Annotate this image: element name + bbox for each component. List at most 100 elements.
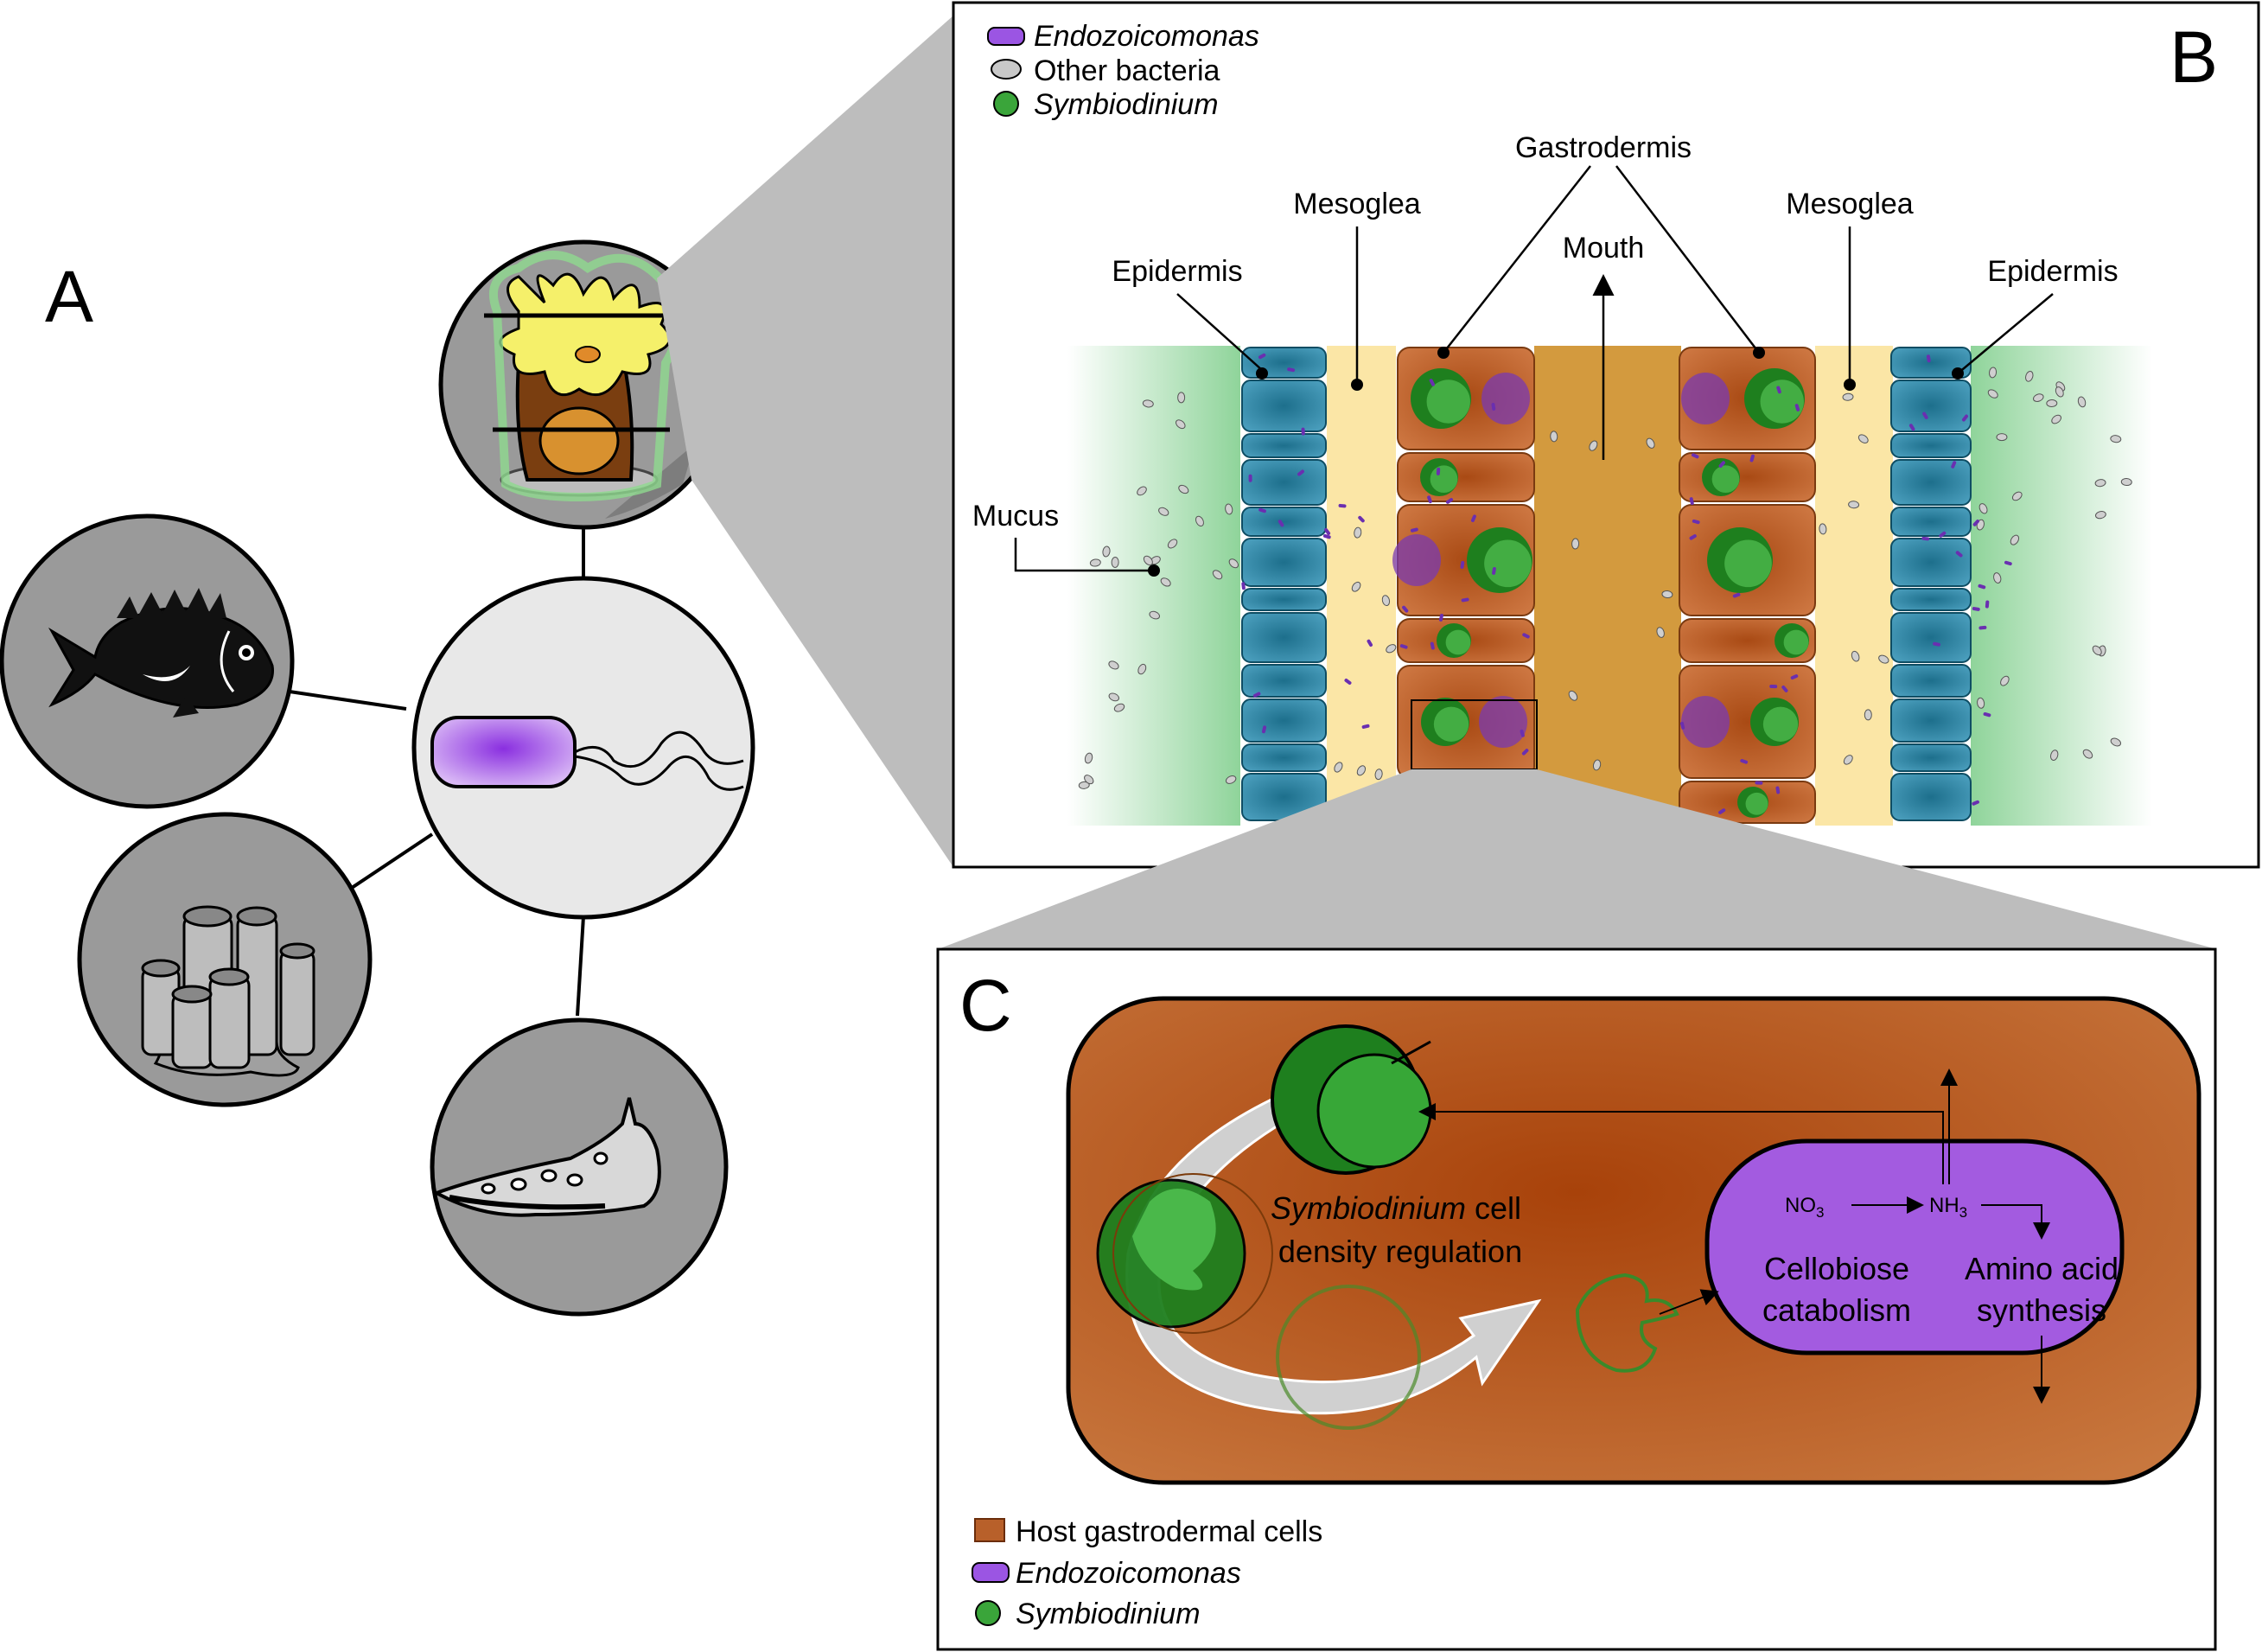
- symbiodinium-core: [1760, 380, 1804, 424]
- other-bacterium: [1111, 556, 1119, 568]
- other-bacterium: [2033, 393, 2044, 402]
- endozoicomonas-bacterium: [1689, 534, 1697, 540]
- legend-c-endozoicomonas-label: Endozoicomonas: [1016, 1557, 1241, 1590]
- endozoicomonas-bacterium: [1691, 453, 1699, 459]
- epidermal-cell: [1890, 380, 1972, 432]
- other-bacterium: [1646, 437, 1655, 449]
- endozoicomonas-bacterium: [1790, 674, 1799, 680]
- no3-subscript: 3: [1816, 1204, 1824, 1221]
- other-bacterium: [1996, 433, 2008, 442]
- endozoicomonas-circle: [411, 576, 755, 920]
- endozoicomonas-bacterium: [1460, 560, 1465, 569]
- other-bacterium: [1149, 610, 1161, 620]
- other-bacterium: [1228, 558, 1239, 569]
- label-mouth: Mouth: [1563, 232, 1645, 265]
- endozoicomonas-bacterium: [1297, 469, 1304, 476]
- other-bacterium: [1374, 769, 1383, 781]
- endozoicomonas-aggregate: [1681, 696, 1730, 748]
- endozoicomonas-bacterium: [1427, 495, 1432, 504]
- no3-label: NO3: [1785, 1194, 1824, 1221]
- endozoicomonas-bacterium: [1755, 781, 1763, 785]
- endozoicomonas-bacterium: [1692, 519, 1700, 525]
- label-gastrodermis: Gastrodermis: [1515, 131, 1692, 164]
- legend-host-swatch: [974, 1518, 1005, 1542]
- other-bacterium: [2046, 399, 2058, 408]
- endozoicomonas-bacterium: [1908, 424, 1915, 431]
- other-bacterium: [1351, 581, 1361, 592]
- endozoicomonas-bacterium: [1287, 367, 1296, 373]
- process-title-line1: Symbiodinium cell: [1271, 1190, 1521, 1226]
- epidermal-cell: [1241, 612, 1327, 663]
- epidermis-right: [1890, 347, 1972, 821]
- other-bacterium: [1225, 775, 1237, 784]
- label-mesoglea-left: Mesoglea: [1293, 188, 1421, 220]
- endozoicomonas-aggregate: [1479, 696, 1527, 748]
- label-mucus: Mucus: [972, 500, 1059, 533]
- endozoicomonas-bacterium: [1324, 527, 1331, 535]
- endozoicomonas-bacterium: [1301, 427, 1305, 436]
- symbiodinium-core: [1430, 465, 1458, 494]
- symbiodinium-core: [1445, 629, 1471, 655]
- endozoicomonas-bacterium: [1951, 461, 1957, 469]
- epidermal-cell: [1890, 459, 1972, 506]
- other-bacterium: [1987, 389, 1998, 399]
- legend-symbiodinium-label: Symbiodinium: [1034, 88, 1219, 121]
- other-bacterium: [1137, 486, 1147, 496]
- sponge-circle: [77, 812, 373, 1107]
- other-bacterium: [1848, 501, 1860, 509]
- endozoicomonas-bacterium: [1985, 600, 1990, 609]
- panel-a-letter: A: [45, 256, 93, 337]
- panel-c-arrows: [1418, 1068, 2050, 1404]
- epidermal-cell: [1890, 538, 1972, 587]
- endozoicomonas-bacterium: [2004, 560, 2012, 566]
- epidermal-cell: [1241, 459, 1327, 506]
- other-bacterium: [1108, 660, 1119, 670]
- symbiodinium-core: [1724, 539, 1772, 588]
- symbiodinium-core: [1433, 706, 1469, 742]
- other-bacterium: [2082, 749, 2093, 759]
- endozoicomonas-bacterium: [1361, 724, 1370, 729]
- process-title-italic: Symbiodinium: [1271, 1190, 1466, 1226]
- label-epidermis-right: Epidermis: [1987, 255, 2118, 288]
- symbiodinium-core: [1711, 465, 1740, 494]
- zoom-wedge-bc: [938, 769, 2217, 949]
- nh3-subscript: 3: [1959, 1204, 1967, 1221]
- other-bacterium: [1568, 690, 1578, 701]
- symbiodinium-core: [1426, 380, 1470, 424]
- other-bacterium: [1084, 752, 1093, 764]
- other-bacterium: [1158, 507, 1169, 516]
- other-bacterium: [2120, 478, 2132, 487]
- gastrodermal-cell: [1679, 665, 1816, 779]
- gastrodermis-left: [1392, 347, 1535, 824]
- other-bacterium: [1661, 590, 1673, 599]
- other-bacterium: [1864, 709, 1872, 721]
- endozoicomonas-bacterium: [1921, 536, 1930, 541]
- other-bacterium: [1102, 545, 1111, 558]
- epidermal-cell: [1890, 664, 1972, 698]
- symbiodinium-fragment: [1575, 1272, 1679, 1373]
- legend-symbiodinium-swatch: [993, 91, 1019, 117]
- label-mesoglea-right: Mesoglea: [1786, 188, 1914, 220]
- panel-b-leader-lines: [1014, 165, 2054, 572]
- legend-other-bacteria-label: Other bacteria: [1034, 54, 1220, 87]
- epidermal-cell: [1890, 612, 1972, 663]
- endozoicomonas-bacterium: [1367, 639, 1373, 647]
- other-bacterium: [1851, 650, 1860, 662]
- synthesis-line2: synthesis: [1977, 1292, 2106, 1328]
- other-bacterium: [1354, 526, 1362, 539]
- sea-slug-circle: [430, 1017, 729, 1317]
- legend-other-bacteria-swatch: [991, 59, 1022, 80]
- endozoicomonas-bacterium: [1794, 404, 1800, 411]
- process-title-rest: cell: [1466, 1190, 1521, 1226]
- other-bacterium: [1195, 515, 1204, 527]
- endozoicomonas-bacterium: [1344, 679, 1352, 685]
- endozoicomonas-bacterium: [1438, 614, 1443, 622]
- other-bacterium: [1592, 759, 1602, 771]
- endozoicomonas-bacterium: [1338, 503, 1347, 508]
- endozoicomonas-bacterium: [1410, 527, 1418, 533]
- endozoicomonas-bacterium: [1732, 592, 1741, 598]
- other-bacterium: [1878, 654, 1889, 664]
- panel-c-letter: C: [959, 965, 1012, 1046]
- other-bacterium: [1381, 595, 1391, 607]
- epidermal-cell: [1241, 698, 1327, 743]
